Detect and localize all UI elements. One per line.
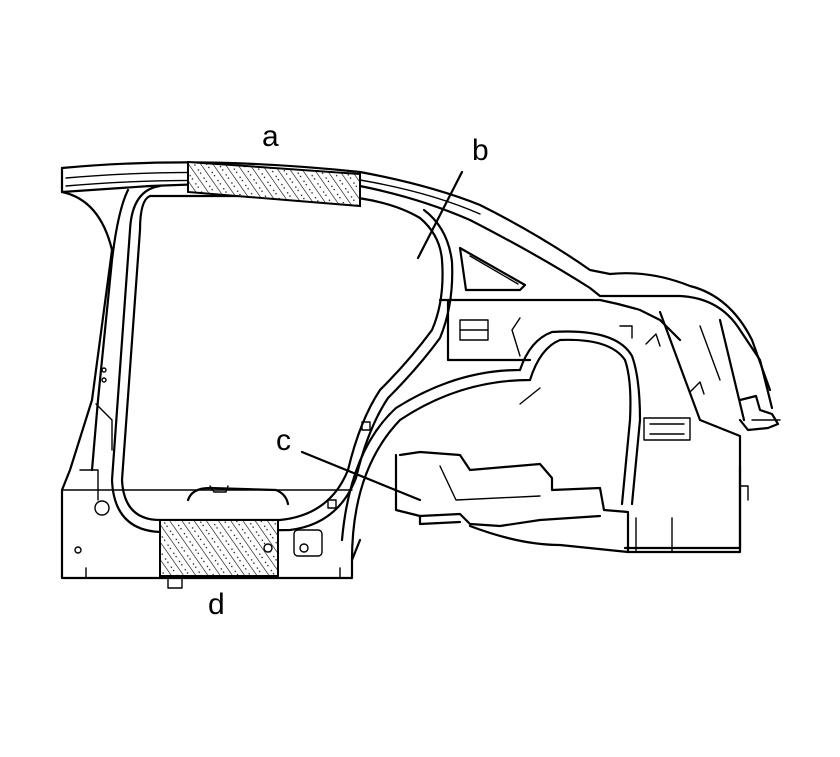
callout-a: a: [262, 120, 279, 153]
body-side-outline: [60, 161, 781, 589]
hatched-area-d: [159, 519, 279, 577]
callout-d: d: [208, 588, 225, 621]
leader-line-b: [416, 170, 464, 260]
hatched-area-a: [187, 160, 361, 208]
callout-b: b: [472, 134, 489, 167]
callout-c: c: [276, 424, 291, 457]
leader-lines: [300, 170, 464, 502]
leader-line-c: [300, 450, 422, 502]
callout-labels: a b c d: [208, 120, 489, 621]
